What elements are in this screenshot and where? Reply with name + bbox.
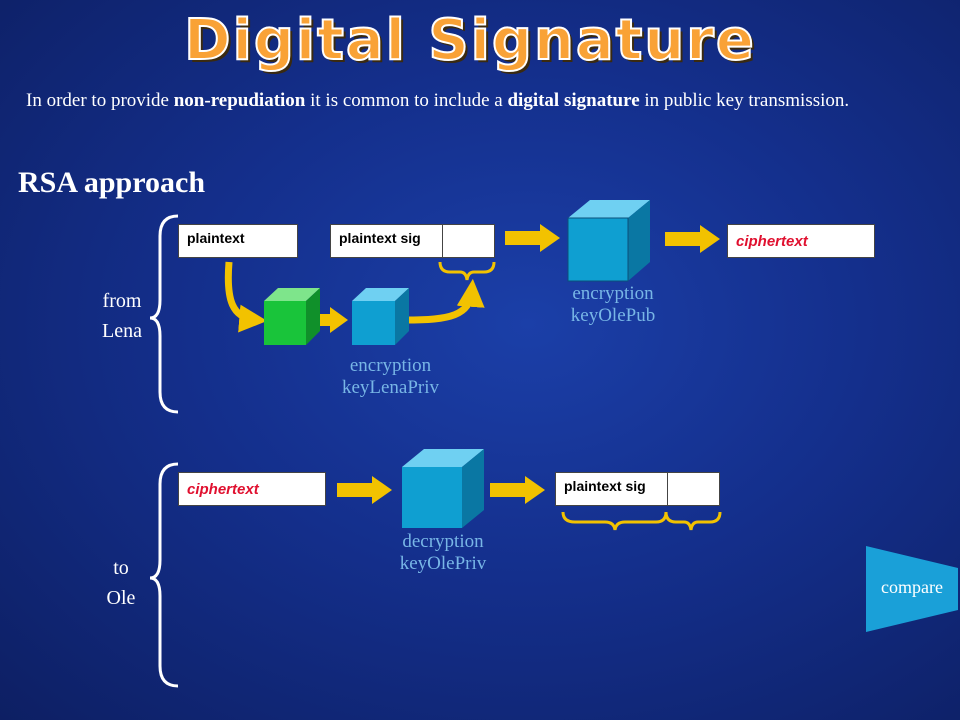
plaintext-sig-box: plaintext sig <box>330 224 495 258</box>
ole-section-brace <box>149 462 179 688</box>
plaintext-underbrace-bottom <box>561 511 668 531</box>
plaintext-sig-label: plaintext sig <box>339 230 421 246</box>
curved-arrow-plaintext-down <box>224 261 268 333</box>
signature-cube-green <box>264 288 320 345</box>
section-subtitle: RSA approach <box>18 166 206 199</box>
caption-encryption-lena-priv: encryption keyLenaPriv <box>318 355 463 399</box>
arrow-ciphertext-to-decrypt <box>337 476 392 504</box>
caption-encryption-lena-priv-line2: keyLenaPriv <box>341 377 440 398</box>
ole-side-label-line1: to <box>113 557 129 579</box>
plaintext-sig-ole-label: plaintext sig <box>564 478 646 494</box>
arrow-encrypt-to-ciphertext <box>665 225 720 253</box>
arrow-plaintext-to-encrypt <box>505 224 560 252</box>
plaintext-box: plaintext <box>178 224 298 258</box>
curved-arrow-signature-up <box>404 278 485 324</box>
compare-label: compare <box>881 577 943 597</box>
encryption-cube-lena-priv <box>352 288 409 345</box>
slide-title: Digital Signature <box>183 7 756 74</box>
intro-paragraph: In order to provide non-repudiation it i… <box>26 86 946 116</box>
sig-separator-ole <box>667 473 668 505</box>
lena-side-label-line2: Lena <box>102 320 142 342</box>
decryption-cube-ole-priv <box>402 449 484 528</box>
sig-underbrace-top <box>438 261 496 281</box>
sig-underbrace-bottom <box>664 511 722 531</box>
ole-side-label-line2: Ole <box>106 587 136 609</box>
encryption-cube-ole-pub <box>567 200 650 282</box>
ole-side-label: to Ole <box>96 553 146 613</box>
lena-section-brace <box>149 214 179 414</box>
caption-decryption-ole-priv: decryption keyOlePriv <box>378 531 508 575</box>
plaintext-sig-box-ole: plaintext sig <box>555 472 720 506</box>
sig-separator <box>442 225 443 257</box>
caption-decryption-ole-priv-line2: keyOlePriv <box>399 553 487 574</box>
intro-bold-non-repudiation: non-repudiation <box>173 90 306 111</box>
arrow-green-to-blue-cube <box>315 307 348 333</box>
intro-bold-digital-signature: digital signature <box>507 90 640 111</box>
caption-encryption-ole-pub-line2: keyOlePub <box>570 305 656 326</box>
intro-text-1: In order to provide <box>26 90 174 111</box>
ciphertext-box-ole: ciphertext <box>178 472 326 506</box>
lena-side-label: from Lena <box>92 286 152 346</box>
caption-encryption-ole-pub-line1: encryption <box>572 283 654 304</box>
arrow-decrypt-to-plaintext <box>490 476 545 504</box>
caption-encryption-ole-pub: encryption keyOlePub <box>548 283 678 327</box>
ciphertext-box-lena: ciphertext <box>727 224 875 258</box>
intro-text-2: it is common to include a <box>305 90 508 111</box>
caption-encryption-lena-priv-line1: encryption <box>349 355 432 376</box>
compare-shape <box>866 546 958 632</box>
intro-text-3: in public key transmission. <box>639 90 850 111</box>
lena-side-label-line1: from <box>102 290 142 312</box>
caption-decryption-ole-priv-line1: decryption <box>402 531 484 552</box>
